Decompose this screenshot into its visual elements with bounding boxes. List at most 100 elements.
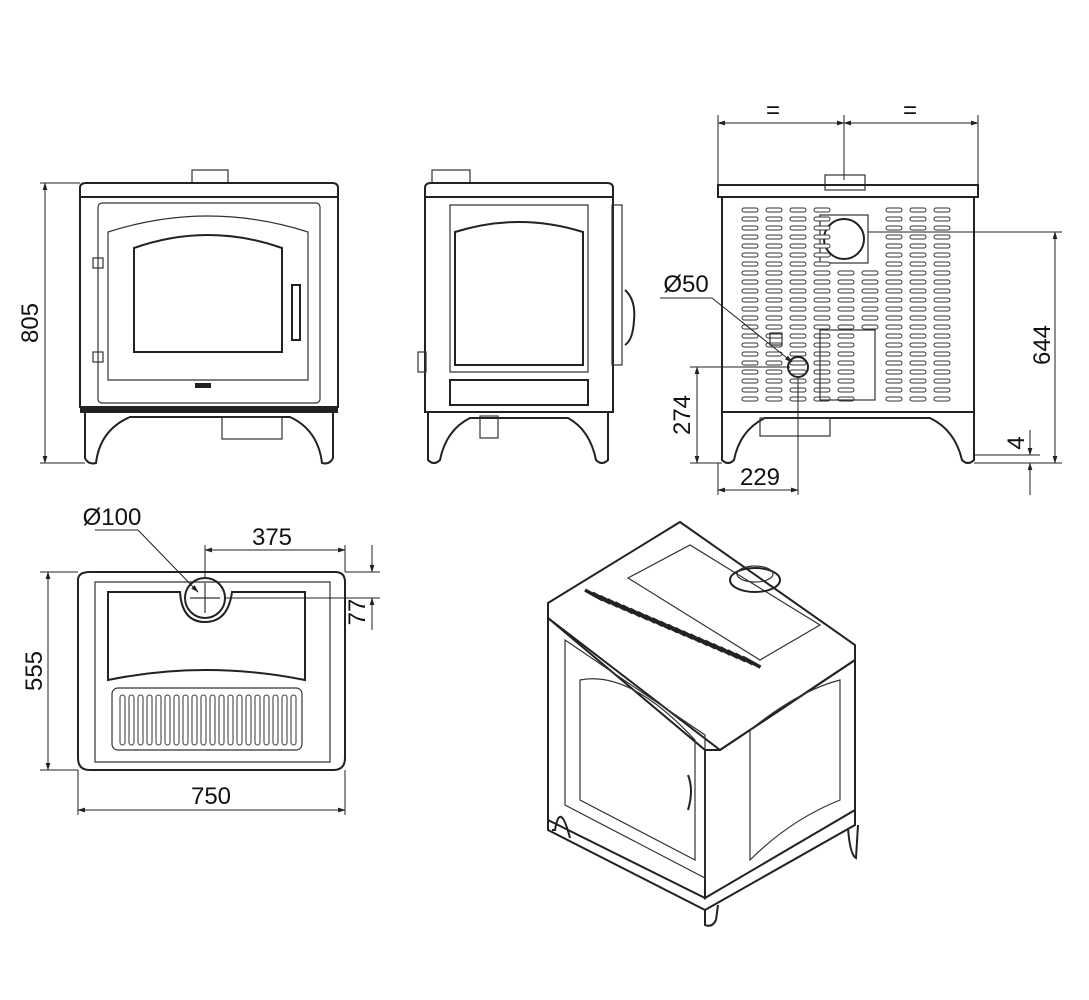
vent-slot: [813, 216, 831, 222]
vent-slot: [837, 342, 855, 348]
grille-slot: [164, 694, 171, 746]
outlet-height-label: 274: [669, 395, 696, 435]
back-view: = = 644 4 274 229 Ø50: [660, 97, 1062, 495]
flue-offset-label: 375: [252, 524, 292, 551]
vent-slot: [789, 288, 807, 294]
vent-slot: [765, 252, 783, 258]
vent-slot: [885, 333, 903, 339]
isometric-view: [547, 520, 859, 927]
vent-slot: [765, 378, 783, 384]
grille-slot: [119, 694, 126, 746]
vent-slot: [741, 396, 759, 402]
iso-legs: [552, 816, 859, 927]
vent-slot: [909, 207, 927, 213]
vent-slot: [909, 342, 927, 348]
vent-slot: [885, 243, 903, 249]
vent-slot: [789, 261, 807, 267]
vent-slot: [837, 306, 855, 312]
vent-slot: [909, 387, 927, 393]
grille-slot: [227, 694, 234, 746]
vent-slot: [933, 234, 951, 240]
vent-slot: [933, 216, 951, 222]
side-body: [424, 196, 614, 413]
iso-handle: [687, 774, 692, 811]
vent-slot: [885, 387, 903, 393]
grille-slot: [155, 694, 162, 746]
iso-front: [547, 615, 706, 900]
vent-slot: [765, 279, 783, 285]
vent-slot: [789, 315, 807, 321]
vent-slot: [741, 225, 759, 231]
vent-slot: [813, 342, 831, 348]
vent-slot: [837, 315, 855, 321]
ash-pan: [221, 416, 283, 440]
vent-slot: [789, 342, 807, 348]
vent-slot: [909, 243, 927, 249]
vent-slot: [765, 288, 783, 294]
iso-door: [564, 638, 706, 879]
vent-slot: [789, 207, 807, 213]
vent-slot: [933, 324, 951, 330]
vent-slot: [837, 360, 855, 366]
vent-slot: [909, 333, 927, 339]
vent-slot: [789, 243, 807, 249]
vent-slot: [813, 360, 831, 366]
vent-slot: [885, 324, 903, 330]
vent-slot: [789, 234, 807, 240]
vent-slot: [861, 315, 879, 321]
grille-slot: [128, 694, 135, 746]
vent-slot: [885, 261, 903, 267]
vent-slot: [813, 297, 831, 303]
vent-slot: [885, 306, 903, 312]
vent-slot: [933, 297, 951, 303]
grille: [111, 687, 303, 751]
vent-slot: [765, 225, 783, 231]
vent-slot: [789, 252, 807, 258]
grille-slot: [245, 694, 252, 746]
vent-slot: [837, 270, 855, 276]
vent-slot: [741, 378, 759, 384]
vent-slot: [741, 306, 759, 312]
vent-slot: [837, 288, 855, 294]
flue-diameter-label: Ø100: [83, 504, 142, 531]
vent-slot: [765, 396, 783, 402]
vent-slot: [765, 306, 783, 312]
iso-glass: [579, 678, 696, 861]
vent-slot: [837, 369, 855, 375]
vent-slot: [789, 306, 807, 312]
grille-slots: [119, 694, 297, 746]
hinge-bottom: [92, 351, 104, 363]
vent-slot: [765, 324, 783, 330]
vent-slot: [933, 279, 951, 285]
vent-slot: [765, 387, 783, 393]
vent-slot: [813, 243, 831, 249]
grille-slot: [137, 694, 144, 746]
vent-slot: [885, 369, 903, 375]
grille-slot: [236, 694, 243, 746]
cooking-plate: [107, 591, 306, 682]
side-view: [417, 169, 636, 464]
vent-slot: [933, 252, 951, 258]
iso-top: [547, 520, 856, 752]
vent-slot: [741, 333, 759, 339]
vent-slot: [885, 297, 903, 303]
vent-slot: [885, 360, 903, 366]
grille-slot: [272, 694, 279, 746]
depth-label: 555: [21, 651, 48, 691]
vent-slot: [861, 324, 879, 330]
vent-slot: [909, 279, 927, 285]
vent-slot: [909, 378, 927, 384]
vent-slot: [741, 234, 759, 240]
grille-slot: [191, 694, 198, 746]
vent-slot: [933, 333, 951, 339]
grille-slot: [182, 694, 189, 746]
vent-slot: [789, 225, 807, 231]
vent-slot: [933, 261, 951, 267]
door-handle: [291, 284, 301, 341]
vent-slot: [813, 279, 831, 285]
back-body: [721, 196, 975, 413]
vent-slot: [741, 315, 759, 321]
iso-grille: [584, 588, 762, 669]
iso-cooking-plate: [626, 544, 822, 661]
side-lower-panel: [449, 379, 589, 406]
